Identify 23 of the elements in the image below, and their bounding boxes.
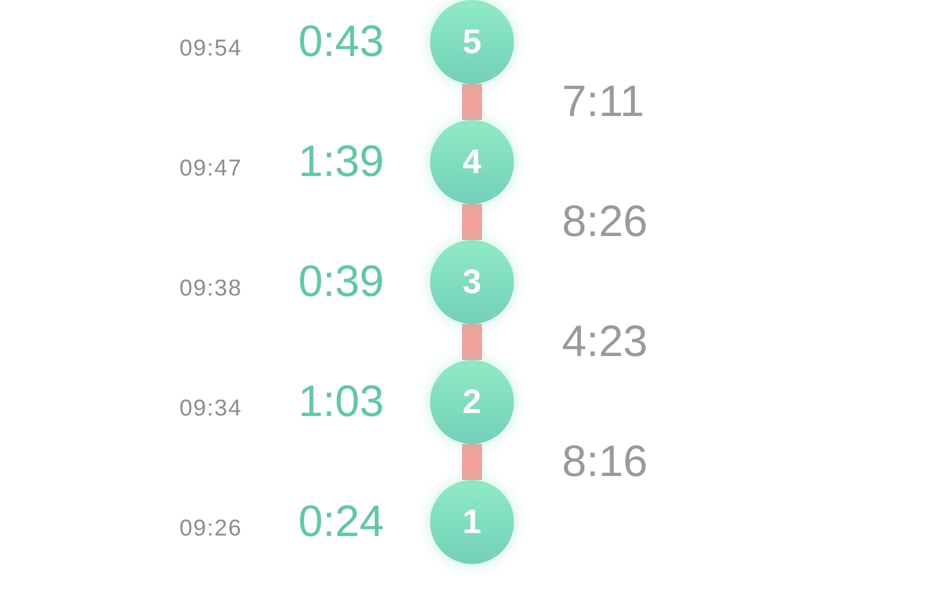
connector-bar <box>462 324 482 360</box>
connector-bar <box>462 444 482 480</box>
timestamp-text: 09:38 <box>179 276 242 300</box>
interval-label: 7:11 <box>562 80 644 124</box>
connector-bar <box>462 204 482 240</box>
duration-text: 0:24 <box>298 500 384 544</box>
interval-label: 8:26 <box>562 200 648 244</box>
numbered-circle: 1 <box>430 480 514 564</box>
numbered-circle: 4 <box>430 120 514 204</box>
interval-label: 4:23 <box>562 320 648 364</box>
duration-text: 0:39 <box>298 260 384 304</box>
timestamp-text: 09:47 <box>179 156 242 180</box>
timestamp-text: 09:34 <box>179 396 242 420</box>
numbered-circle: 2 <box>430 360 514 444</box>
timestamp-text: 09:26 <box>179 516 242 540</box>
numbered-circle: 3 <box>430 240 514 324</box>
duration-text: 1:03 <box>298 380 384 424</box>
numbered-circle: 5 <box>430 0 514 84</box>
duration-text: 1:39 <box>298 140 384 184</box>
interval-label: 8:16 <box>562 440 648 484</box>
connector-bar <box>462 84 482 120</box>
timestamp-text: 09:54 <box>179 36 242 60</box>
duration-text: 0:43 <box>298 20 384 64</box>
